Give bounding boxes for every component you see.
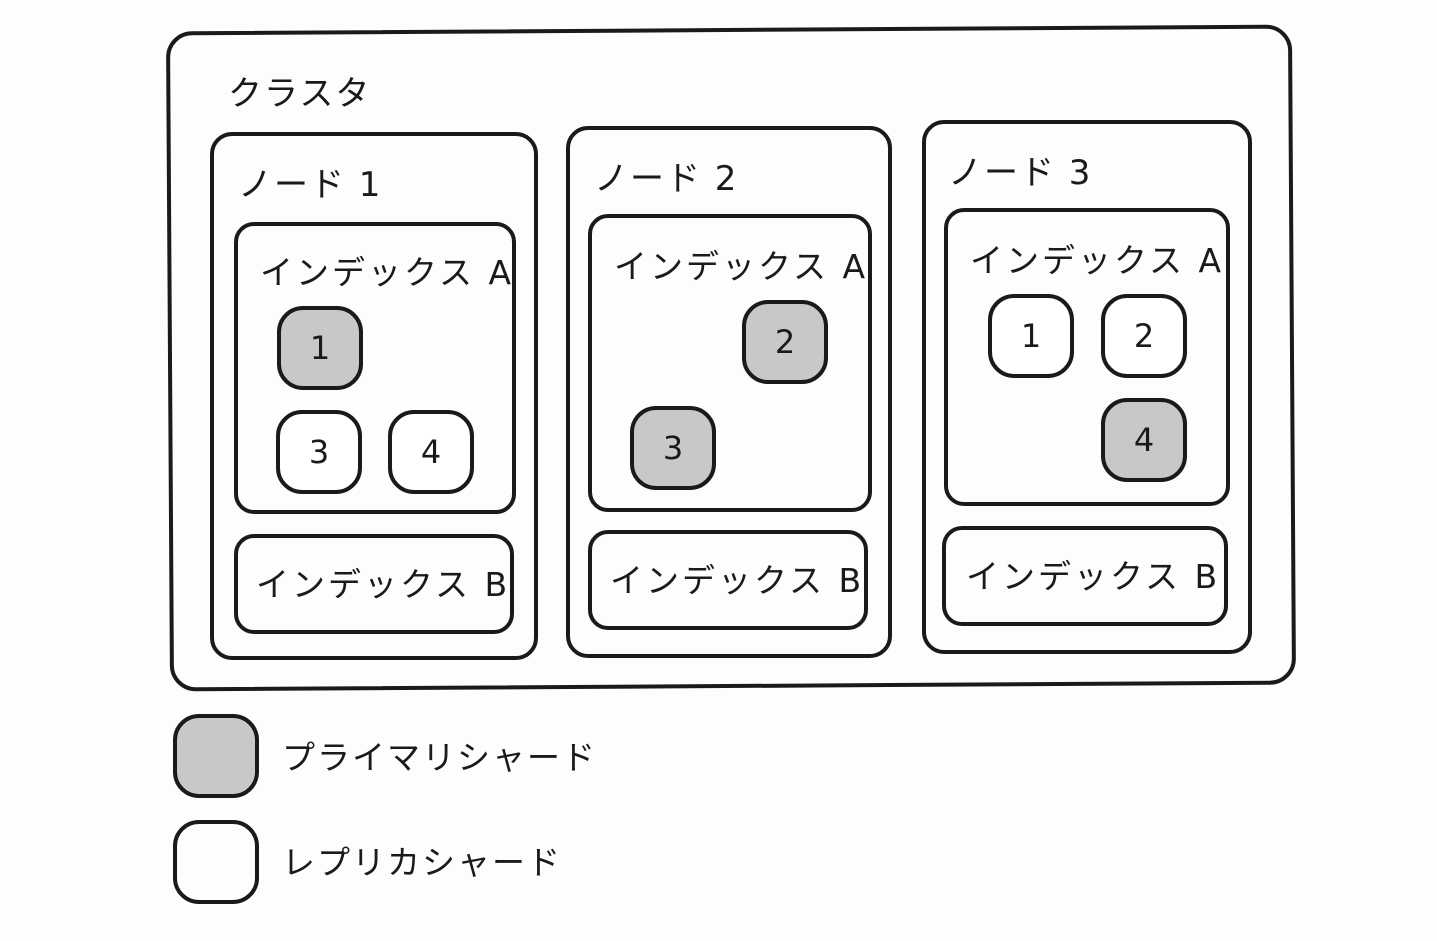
- node-1-index-a-box: [234, 222, 516, 514]
- shard-number: 2: [1133, 317, 1155, 355]
- node-3-title: ノード 3: [948, 153, 1093, 193]
- node-2-shard-3: 3: [630, 406, 716, 490]
- node-2-index-a-box: [588, 214, 872, 512]
- node-3-index-a-title: インデックス A: [970, 241, 1225, 280]
- node-3-index-b-title: インデックス B: [966, 557, 1221, 596]
- node-2-title: ノード 2: [594, 159, 739, 199]
- legend-primary-swatch: [173, 714, 259, 798]
- node-1-shard-3: 3: [276, 410, 362, 494]
- legend-replica-swatch: [173, 820, 259, 904]
- node-3-box: [922, 120, 1252, 654]
- node-1-index-b-title: インデックス B: [256, 565, 511, 604]
- node-3-index-a-box: [944, 208, 1230, 506]
- node-1-index-b-box: [234, 534, 514, 634]
- shard-number: 1: [1020, 317, 1042, 355]
- node-1-title: ノード 1: [238, 165, 383, 205]
- node-3-shard-4: 4: [1101, 398, 1187, 482]
- node-3-index-b-box: [942, 526, 1228, 626]
- node-3-shard-2: 2: [1101, 294, 1187, 378]
- cluster-title: クラスタ: [228, 74, 372, 114]
- node-3-shard-1: 1: [988, 294, 1074, 378]
- legend-primary-label: プライマリシャード: [282, 738, 597, 777]
- node-2-shard-2: 2: [742, 300, 828, 384]
- shard-number: 3: [308, 433, 330, 471]
- node-1-box: [210, 132, 538, 660]
- legend-replica-label: レプリカシャード: [282, 843, 562, 882]
- node-2-index-b-box: [588, 530, 868, 630]
- node-1-shard-4: 4: [388, 410, 474, 494]
- node-2-box: [566, 126, 892, 658]
- shard-number: 1: [309, 329, 331, 367]
- node-2-index-a-title: インデックス A: [614, 247, 869, 286]
- shard-number: 2: [774, 323, 796, 361]
- shard-number: 4: [1133, 421, 1155, 459]
- node-1-index-a-title: インデックス A: [260, 253, 515, 292]
- shard-number: 4: [420, 433, 442, 471]
- node-1-shard-1: 1: [277, 306, 363, 390]
- node-2-index-b-title: インデックス B: [610, 561, 865, 600]
- shard-number: 3: [662, 429, 684, 467]
